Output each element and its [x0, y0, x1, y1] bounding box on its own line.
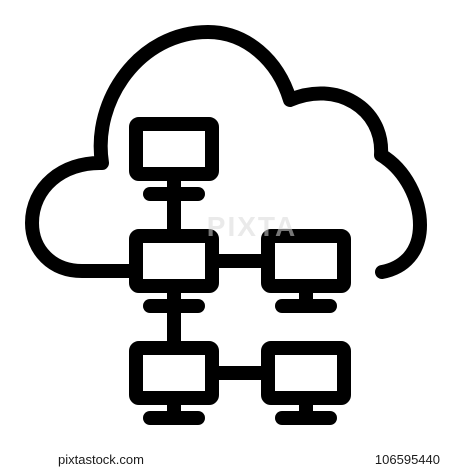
watermark-text: PIXTA — [207, 211, 297, 242]
icon-artwork — [25, 25, 427, 425]
footer-image-number: 106595440 — [374, 451, 440, 467]
cloud-outline — [25, 25, 427, 279]
footer: pixtastock.com 106595440 — [0, 449, 450, 469]
computer-top-screen — [129, 117, 219, 181]
footer-site: pixtastock.com — [58, 451, 144, 467]
computer-middle-left-screen — [129, 229, 219, 293]
computer-bottom-right-screen — [261, 341, 351, 405]
computer-bottom-left-screen — [129, 341, 219, 405]
watermark-logo: PIXTA — [207, 211, 297, 242]
computer-middle-right-screen — [261, 229, 351, 293]
